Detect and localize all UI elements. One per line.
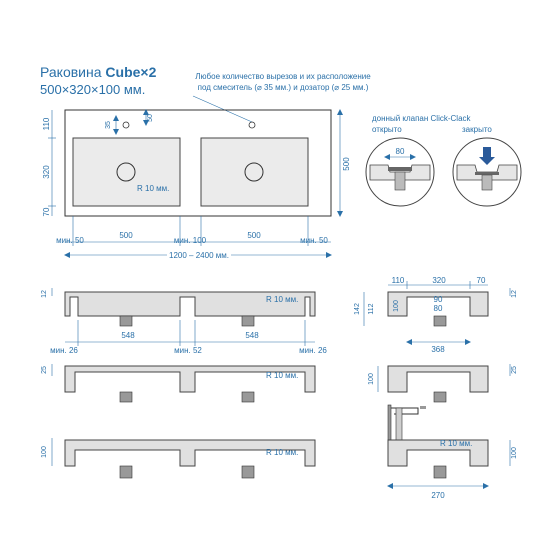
cutout-note: Любое количество вырезов и их расположен… xyxy=(183,71,383,93)
drain-icon xyxy=(241,465,255,479)
front-profile-25 xyxy=(64,365,316,393)
left-dim-110: 110 xyxy=(42,117,51,130)
front-view-12: R 10 мм. 12 мин. 26 548 мин. 52 548 мин.… xyxy=(41,288,327,355)
hole-dim-50: 50 xyxy=(147,114,154,122)
side-dim-100-b: 100 xyxy=(368,373,375,385)
front-profile-12 xyxy=(64,291,316,317)
title-block: Раковина Cube×2 500×320×100 мм. xyxy=(40,64,156,98)
bottom-dim-min-100: мин. 100 xyxy=(174,236,207,245)
bottom-dim-500-right: 500 xyxy=(247,231,261,240)
front-height-25: 25 xyxy=(41,366,48,374)
countertop-outline xyxy=(64,109,332,217)
bottom-dim-min-50-right: мин. 50 xyxy=(300,236,328,245)
front-radius-3: R 10 мм. xyxy=(266,448,298,457)
side-dim-112: 112 xyxy=(368,303,375,314)
side-view-12: 110 320 70 142 112 90 100 80 12 368 xyxy=(354,276,518,354)
side-dim-90: 90 xyxy=(434,295,443,304)
front-radius-1: R 10 мм. xyxy=(266,295,298,304)
drain-icon xyxy=(433,315,447,327)
front-height-100: 100 xyxy=(41,446,48,458)
front-radius-2: R 10 мм. xyxy=(266,371,298,380)
front-view-100: R 10 мм. 100 xyxy=(41,438,316,479)
valve-plug-closed xyxy=(475,172,499,175)
side-profile-12 xyxy=(387,291,489,317)
drain-icon xyxy=(241,315,255,327)
note-line-1: Любое количество вырезов и их расположен… xyxy=(195,72,371,81)
total-length-label: 1200 – 2400 мм. xyxy=(169,251,229,260)
model-name: Cube×2 xyxy=(105,64,157,80)
left-drain-icon xyxy=(116,162,136,182)
bottom-dim-min-50-left: мин. 50 xyxy=(56,236,84,245)
front-dim-548-right: 548 xyxy=(245,331,259,340)
drain-icon xyxy=(119,391,133,403)
drain-icon xyxy=(241,391,255,403)
front-dim-min-52: мин. 52 xyxy=(174,346,202,355)
side-height-25: 25 xyxy=(511,366,518,374)
side-dim-142: 142 xyxy=(354,303,361,315)
model-size: 500×320×100 мм. xyxy=(40,82,146,97)
side-height-100: 100 xyxy=(511,447,518,459)
drain-icon xyxy=(433,465,447,479)
left-tap-hole-icon xyxy=(122,121,130,129)
left-dim-320: 320 xyxy=(42,165,51,179)
side-depth-270: 270 xyxy=(431,491,445,500)
valve-details: донный клапан Click-Clack открыто закрыт… xyxy=(365,114,522,207)
front-dim-min-26-right: мин. 26 xyxy=(299,346,327,355)
front-dim-548-left: 548 xyxy=(121,331,135,340)
right-basin xyxy=(200,137,309,207)
side-width-368: 368 xyxy=(431,345,445,354)
drain-icon xyxy=(119,315,133,327)
drain-icon xyxy=(119,465,133,479)
model-prefix: Раковина xyxy=(40,64,102,80)
press-arrow-icon xyxy=(479,147,495,165)
side-dim-100-inner: 100 xyxy=(393,300,400,312)
right-tap-hole-icon xyxy=(248,121,256,129)
front-height-12: 12 xyxy=(41,290,48,298)
note-line-2: под смеситель (⌀ 35 мм.) и дозатор (⌀ 25… xyxy=(197,83,369,92)
side-height-12: 12 xyxy=(511,290,518,298)
side-dim-70: 70 xyxy=(477,276,486,285)
valve-closed-label: закрыто xyxy=(462,125,492,134)
side-dim-320: 320 xyxy=(432,276,446,285)
bottom-dim-500-left: 500 xyxy=(119,231,133,240)
left-dim-70: 70 xyxy=(42,207,51,216)
top-radius-label: R 10 мм. xyxy=(137,184,169,193)
note-leader xyxy=(192,95,253,123)
side-profile-100 xyxy=(387,439,489,467)
drain-icon xyxy=(433,391,447,403)
side-dim-110: 110 xyxy=(392,276,405,285)
top-view: 35 50 R 10 мм. 110 320 70 500 мин. 50 50… xyxy=(42,95,351,260)
side-radius: R 10 мм. xyxy=(440,439,472,448)
side-profile-25 xyxy=(387,365,489,393)
right-drain-icon xyxy=(244,162,264,182)
valve-title: донный клапан Click-Clack xyxy=(372,114,472,123)
side-view-25: 100 25 xyxy=(368,364,518,403)
side-view-100: R 10 мм. 100 270 xyxy=(387,404,518,500)
right-dim-500: 500 xyxy=(342,157,351,171)
valve-plug-raised xyxy=(388,167,412,171)
front-profile-100 xyxy=(64,439,316,467)
valve-dim-80: 80 xyxy=(396,147,405,156)
side-dim-80: 80 xyxy=(434,304,443,313)
hole-dim-35: 35 xyxy=(105,121,112,129)
front-dim-min-26-left: мин. 26 xyxy=(50,346,78,355)
left-basin xyxy=(72,137,181,207)
valve-open-label: открыто xyxy=(372,125,402,134)
front-view-25: R 10 мм. 25 xyxy=(41,364,316,403)
